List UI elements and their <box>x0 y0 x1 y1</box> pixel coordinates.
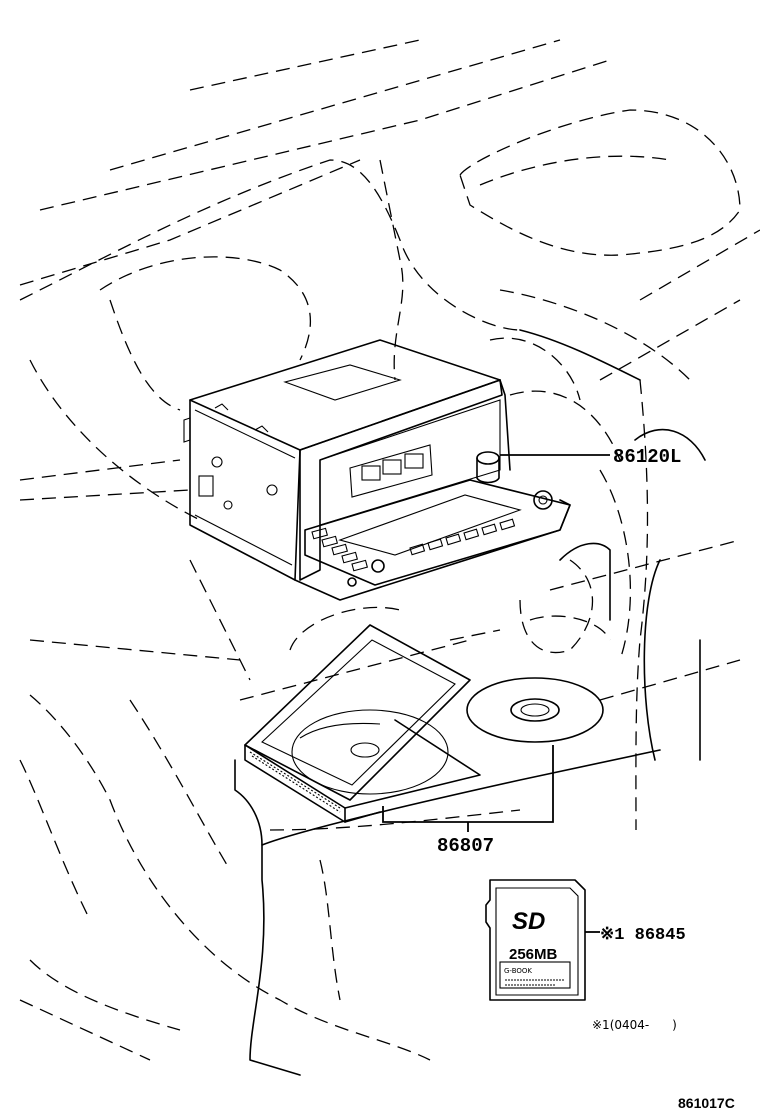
part-label-86120L: 86120L <box>613 446 681 468</box>
sd-logo: SD <box>512 908 545 935</box>
navigation-unit-illustration <box>183 339 571 601</box>
part-label-86845: ※1 86845 <box>600 926 686 945</box>
map-disc-case-illustration <box>244 624 604 823</box>
leader-lines <box>382 454 610 933</box>
sd-capacity: 256MB <box>509 946 558 963</box>
figure-id: 861017C <box>678 1095 735 1111</box>
sd-card-illustration: SD 256MB G-BOOK <box>485 879 586 1001</box>
footnote: ※1(0404- ) <box>592 1018 677 1032</box>
dashboard-outline <box>19 39 760 1061</box>
dashboard-contour <box>234 329 706 1076</box>
sd-sticker: G-BOOK <box>504 967 532 975</box>
part-label-86807: 86807 <box>437 835 494 857</box>
